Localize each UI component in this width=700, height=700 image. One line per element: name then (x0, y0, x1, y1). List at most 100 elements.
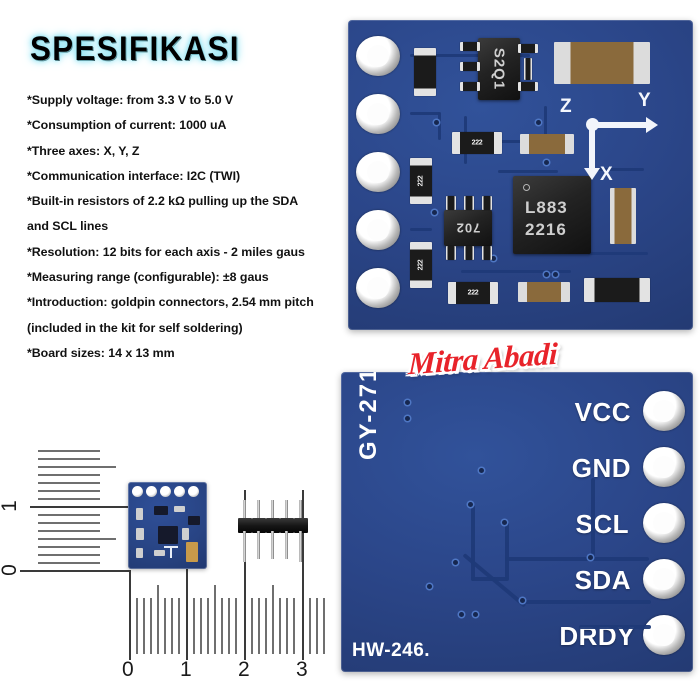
pcb-trace (461, 270, 571, 273)
pcb-trace (579, 625, 651, 629)
pcb-pad (356, 268, 400, 308)
magnetometer-ic-marking-line2: 2216 (525, 220, 567, 239)
pcb-trace (498, 170, 558, 173)
pcb-via (479, 468, 484, 473)
pin-label-vcc: VCC (574, 397, 631, 427)
tantalum-capacitor (554, 42, 650, 84)
smd-component (520, 134, 574, 154)
pcb-trace (438, 112, 441, 140)
pcb-via (520, 598, 525, 603)
pcb-trace (588, 168, 644, 171)
pcb-back-photo: VCC GND SCL SDA DRDY GY-271 HW-246. (341, 372, 693, 672)
ic-lead (464, 196, 474, 210)
magnetometer-ic-marking-line1: L883 (525, 198, 568, 217)
regulator-lead (460, 82, 480, 91)
spec-line: *Built-in resistors of 2.2 kΩ pulling up… (27, 194, 299, 209)
regulator-lead (460, 62, 480, 71)
magnetometer-ic: L883 2216 (513, 176, 591, 254)
pcb-via (459, 612, 464, 617)
board-revision-silkscreen: HW-246. (352, 640, 431, 661)
resistor-222: 222 (448, 282, 498, 304)
callout-line (20, 570, 130, 572)
pcb-pad (356, 152, 400, 192)
pcb-trace (410, 112, 440, 115)
spec-line: *Resolution: 12 bits for each axis - 2 m… (27, 244, 305, 259)
board-name-silkscreen: GY-271 (355, 372, 382, 460)
resistor-222: 222 (410, 242, 432, 288)
ic-lead (464, 246, 474, 260)
z-axis-label: Z (560, 96, 572, 117)
pcb-via (544, 272, 549, 277)
small-ic-702: 702 (444, 210, 492, 246)
pcb-trace (588, 252, 648, 255)
pcb-via (432, 210, 437, 215)
x-axis-arrow-icon (584, 168, 600, 180)
smd-component (518, 282, 570, 302)
goldpin-header (238, 500, 316, 562)
pcb-via (405, 400, 410, 405)
y-axis-arrow-icon (646, 117, 658, 133)
pcb-trace (471, 505, 475, 581)
spec-line: *Communication interface: I2C (TWI) (27, 168, 241, 183)
ruler-horizontal-tick-label: 0 (122, 658, 134, 681)
ruler-vertical-tick-label: 1 (0, 500, 21, 512)
callout-line (129, 570, 131, 660)
small-ic-marking: 702 (455, 220, 481, 236)
ic-lead (482, 246, 492, 260)
pcb-pad (643, 447, 685, 487)
spec-line: *Consumption of current: 1000 uA (27, 118, 227, 133)
pcb-pad (643, 503, 685, 543)
pcb-front-photo: S2Q1 L883 2216 702 222 222 (348, 20, 693, 330)
pin-label-sda: SDA (574, 565, 631, 595)
callout-line (244, 490, 246, 660)
pcb-trace (591, 557, 649, 561)
pcb-trace (505, 522, 509, 580)
resistor-222: 222 (410, 158, 432, 204)
spec-line: and SCL lines (27, 219, 109, 234)
spec-line: *Board sizes: 14 x 13 mm (27, 345, 175, 360)
regulator-lead (518, 82, 538, 91)
ic-lead (446, 196, 456, 210)
pcb-pad (356, 94, 400, 134)
resistor-222: 222 (452, 132, 502, 154)
ic-lead (482, 196, 492, 210)
y-axis-label: Y (638, 90, 651, 111)
smd-capacitor (414, 48, 436, 96)
callout-line (302, 490, 304, 660)
pcb-via (468, 502, 473, 507)
regulator-lead (518, 44, 538, 53)
pcb-trace (591, 478, 595, 560)
resistor-code: 222 (471, 139, 483, 147)
pcb-via (491, 256, 496, 261)
pcb-via (405, 416, 410, 421)
callout-line (30, 506, 130, 508)
specification-list: *Supply voltage: from 3.3 V to 5.0 V *Co… (27, 88, 352, 366)
ruler-vertical-tick-label: 0 (0, 564, 21, 576)
axis-indicator: Z Y X (560, 90, 672, 192)
spec-line: (included in the kit for self soldering) (27, 320, 243, 335)
regulator-lead (460, 42, 480, 51)
smd-component (524, 58, 532, 80)
x-axis-line (589, 124, 595, 172)
regulator-marking: S2Q1 (490, 47, 508, 91)
spec-line: *Three axes: X, Y, Z (27, 143, 140, 158)
pcb-trace (505, 557, 595, 561)
pcb-trace (523, 600, 651, 604)
callout-line (186, 538, 188, 660)
ruler-horizontal-tick-label: 2 (238, 658, 250, 681)
ic-lead (446, 246, 456, 260)
ruler-horizontal-tick-label: 3 (296, 658, 308, 681)
pcb-via (427, 584, 432, 589)
pcb-via (434, 120, 439, 125)
ruler-horizontal-tick-label: 1 (180, 658, 192, 681)
resistor-code: 222 (417, 259, 425, 271)
pcb-scale-reference (128, 482, 207, 569)
pcb-via (536, 120, 541, 125)
pcb-via (453, 560, 458, 565)
pcb-pad (356, 36, 400, 76)
pcb-via (544, 160, 549, 165)
pcb-pad (643, 559, 685, 599)
pcb-via (553, 272, 558, 277)
voltage-regulator-ic: S2Q1 (478, 38, 520, 100)
pcb-pad (356, 210, 400, 250)
